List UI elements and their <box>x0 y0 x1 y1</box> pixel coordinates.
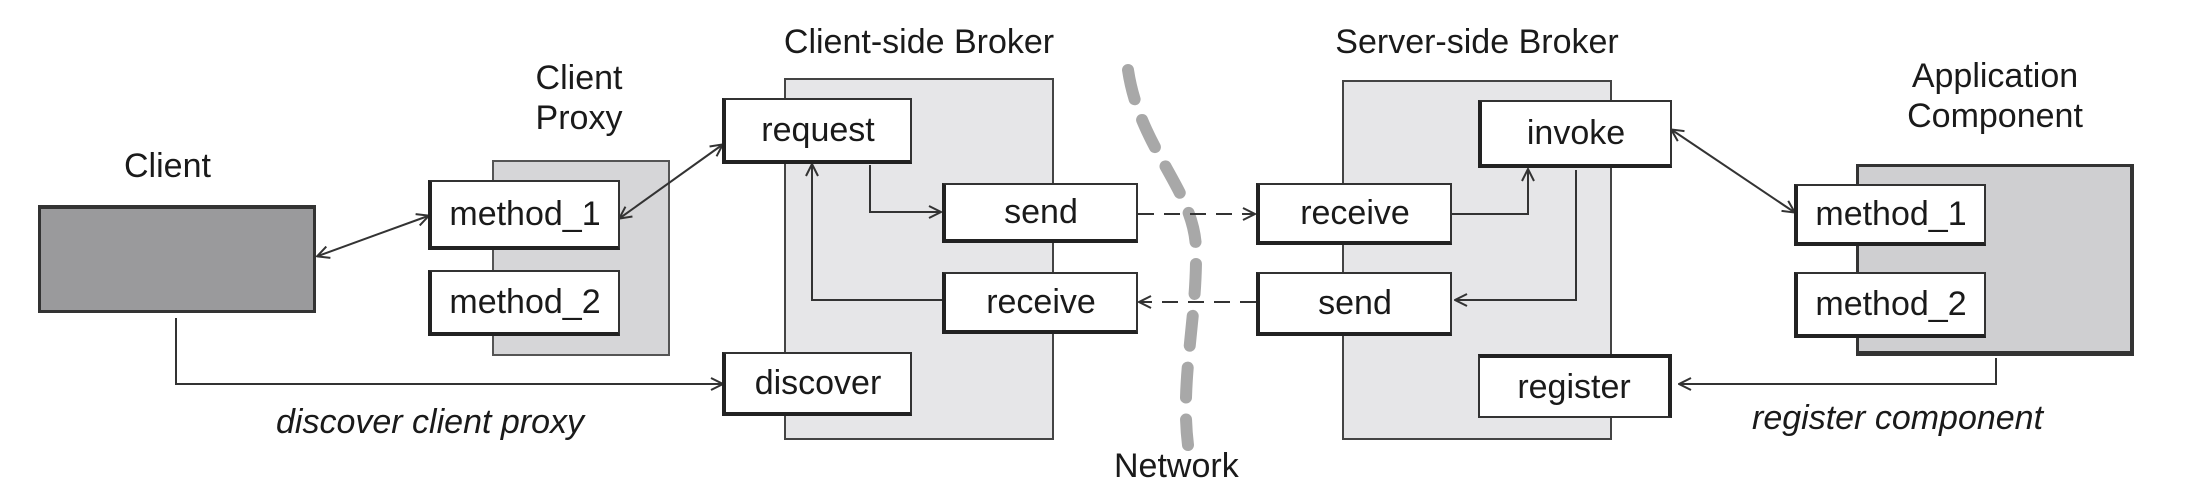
network-boundary <box>1122 64 1203 451</box>
server-send-box: send <box>1256 272 1452 336</box>
request-box: request <box>722 98 912 164</box>
receive-request-link <box>812 165 946 301</box>
request-send-link <box>869 165 940 212</box>
invoke-method-link <box>1672 130 1794 212</box>
client-send-box: send <box>942 183 1138 243</box>
client-side-broker-title: Client-side Broker <box>783 23 1055 61</box>
network-label: Network <box>1114 447 1239 485</box>
receive-invoke-link <box>1452 170 1528 215</box>
discover-box: discover <box>722 352 912 416</box>
server-side-broker-title: Server-side Broker <box>1335 23 1619 61</box>
app-method-2: method_2 <box>1794 272 1986 338</box>
app-register-link <box>1680 358 1997 384</box>
client-proxy-method-2: method_2 <box>428 270 620 336</box>
register-box: register <box>1478 354 1672 418</box>
server-receive-box: receive <box>1256 183 1452 245</box>
discover-client-proxy-caption: discover client proxy <box>276 403 585 441</box>
invoke-send-link <box>1456 170 1577 300</box>
client-proxy-link <box>318 216 428 256</box>
client-proxy-method-1: method_1 <box>428 180 620 250</box>
app-method-1: method_1 <box>1794 184 1986 246</box>
proxy-request-link <box>620 145 722 218</box>
client-block <box>38 205 316 313</box>
invoke-box: invoke <box>1478 100 1672 168</box>
client-receive-box: receive <box>942 272 1138 334</box>
client-proxy-title: Client Proxy <box>535 59 623 137</box>
application-component-title: Application Component <box>1907 57 2083 135</box>
client-title: Client <box>124 147 211 185</box>
register-component-caption: register component <box>1752 399 2044 437</box>
client-discover-link <box>175 318 722 384</box>
